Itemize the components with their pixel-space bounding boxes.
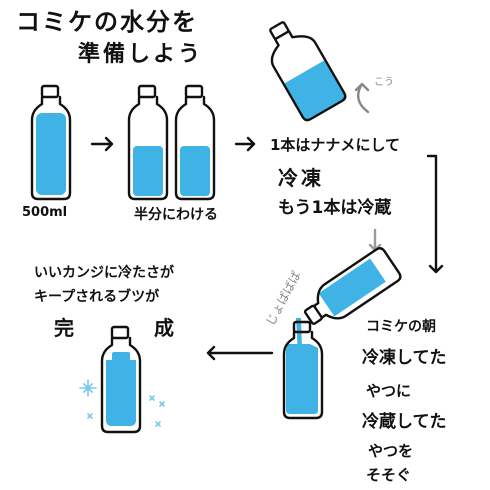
step3-line2: 冷凍 [278,166,324,190]
final-bottle [100,325,142,434]
step3-line3: もう1本は冷蔵 [278,198,392,218]
frozen-bottle [282,320,324,420]
tilt-note: こう [374,77,394,88]
arrow-left [206,345,274,361]
step4-line6: そそぐ [366,466,412,484]
step4-line3: やつに [366,382,412,400]
tilted-bottle [269,21,347,122]
full-bottle [30,84,72,201]
step4-line1: コミケの朝 [366,319,436,335]
step4-line2: 冷凍してた [362,348,447,368]
tilt-hint-arrow [354,82,370,114]
caption-split-half: 半分にわける [134,207,218,223]
arrow-right-2 [234,136,256,152]
half-bottle-right [174,84,216,201]
arrow-right-1 [90,136,114,152]
result-line1: いいカンジに冷たさが [34,265,174,281]
complete-char-1: 完 [54,316,74,340]
page-title-line1: コミケの水分を [16,8,198,36]
arrow-down-right [426,154,444,274]
page-title-line2: 準備しよう [78,42,204,67]
result-line2: キープされるブツが [34,289,160,305]
pouring-bottle [303,247,402,325]
step3-line1: 1本はナナメにして [270,136,400,154]
step4-line5: やつを [368,442,414,460]
caption-500ml: 500ml [22,205,68,220]
arrow-down-small [368,228,382,252]
sparkles [79,379,165,427]
complete-char-2: 成 [154,316,174,340]
half-bottle-left [127,84,169,201]
step4-line4: 冷蔵してた [362,412,447,432]
